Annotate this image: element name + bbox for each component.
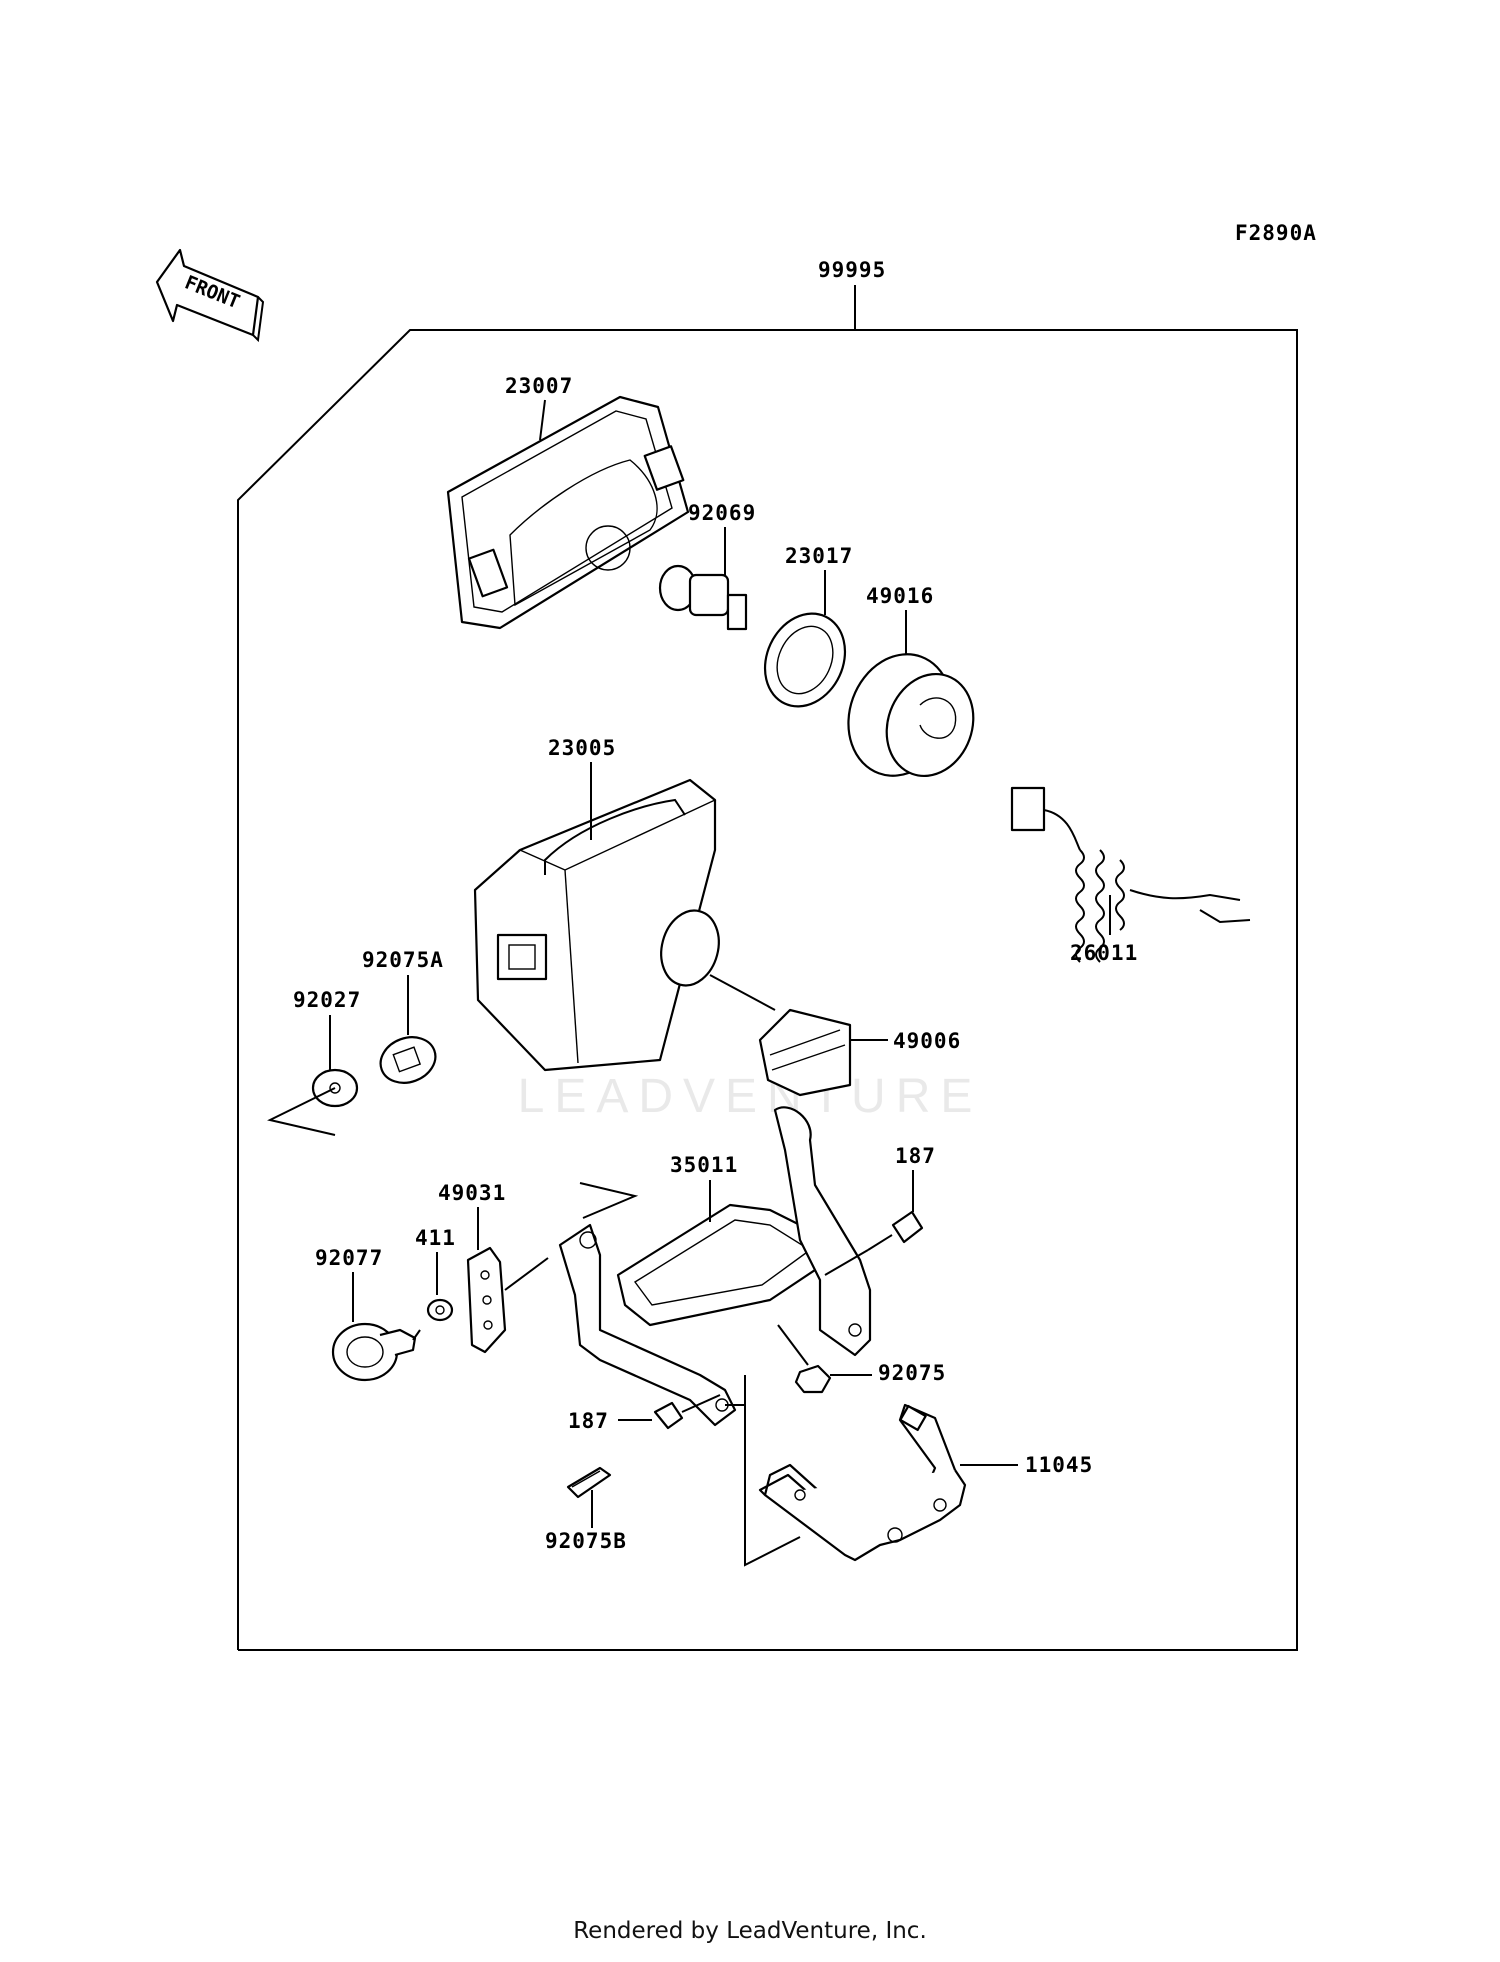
label-92069: 92069 [688, 501, 756, 525]
label-23007: 23007 [505, 374, 573, 398]
headlight-case [473, 778, 720, 1072]
headlight-housing [446, 395, 690, 630]
label-99995: 99995 [818, 258, 886, 282]
label-92075: 92075 [878, 1361, 946, 1385]
label-92077: 92077 [315, 1246, 383, 1270]
bulb-cover [847, 653, 975, 778]
mounting-plate [466, 1246, 507, 1354]
footer-credit: Rendered by LeadVenture, Inc. [573, 1918, 927, 1944]
mounting-bracket [758, 1403, 967, 1562]
wire-harness [1010, 786, 1251, 963]
label-35011: 35011 [670, 1153, 738, 1177]
watermark-text: LEADVENTURE [518, 1070, 983, 1123]
clip [566, 1466, 612, 1499]
label-23017: 23017 [785, 544, 853, 568]
rubber-boot [758, 1008, 852, 1097]
label-11045: 11045 [1025, 1453, 1093, 1477]
grommet-a [379, 1036, 437, 1084]
figure-code: F2890A [1235, 221, 1317, 245]
nut [794, 1364, 832, 1394]
label-92027: 92027 [293, 988, 361, 1012]
headlight-bracket [558, 1106, 872, 1427]
bulb [658, 564, 748, 631]
label-187-lower: 187 [568, 1409, 609, 1433]
label-92075B: 92075B [545, 1529, 627, 1553]
label-92075A: 92075A [362, 948, 444, 972]
front-arrow-icon: FRONT [155, 248, 265, 343]
bolt-lower [653, 1394, 721, 1430]
bolt-upper [867, 1210, 924, 1251]
retaining-ring [763, 612, 847, 708]
washer [426, 1298, 454, 1322]
label-26011: 26011 [1070, 941, 1138, 965]
label-23005: 23005 [548, 736, 616, 760]
label-187-upper: 187 [895, 1144, 936, 1168]
label-49031: 49031 [438, 1181, 506, 1205]
kit-outline [237, 285, 1298, 1651]
label-411: 411 [415, 1226, 456, 1250]
label-49006: 49006 [893, 1029, 961, 1053]
adjuster-knob [331, 1322, 421, 1382]
label-49016: 49016 [866, 584, 934, 608]
